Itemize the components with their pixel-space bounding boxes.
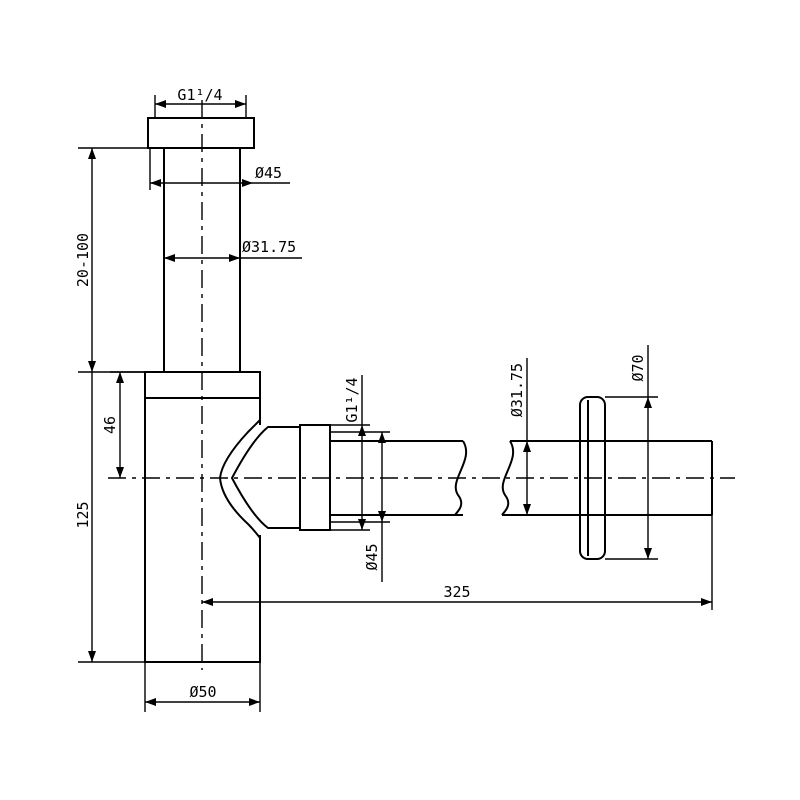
dim-tube-od-inner: Ø31.75 <box>242 238 296 256</box>
outlet-elbow-inner <box>230 426 300 529</box>
outlet-elbow <box>218 419 261 539</box>
dim-outlet-thread: G1¹/4 <box>343 377 361 422</box>
dim-height-adjust: 20-100 <box>74 233 92 287</box>
dim-wall-flange-od: Ø70 <box>629 354 647 381</box>
wall-flange <box>579 396 606 560</box>
dim-top-thread: G1¹/4 <box>177 86 222 104</box>
top-nut <box>147 117 255 149</box>
part-outlines <box>144 117 713 663</box>
dim-body-height: 125 <box>74 501 92 528</box>
dim-outlet-pipe-od: Ø31.75 <box>508 363 526 417</box>
dim-body-offset: 46 <box>101 416 119 434</box>
break-line-right <box>501 440 515 516</box>
dim-tube-od-top: Ø45 <box>255 164 282 182</box>
dim-outlet-nut-od: Ø45 <box>363 543 381 570</box>
dim-outlet-length: 325 <box>443 583 470 601</box>
center-lines <box>108 100 735 670</box>
dim-body-diameter: Ø50 <box>189 683 216 701</box>
break-line-left <box>454 440 468 516</box>
dimensions: G1¹/4 Ø45 Ø31.75 20-100 46 125 <box>74 86 713 712</box>
